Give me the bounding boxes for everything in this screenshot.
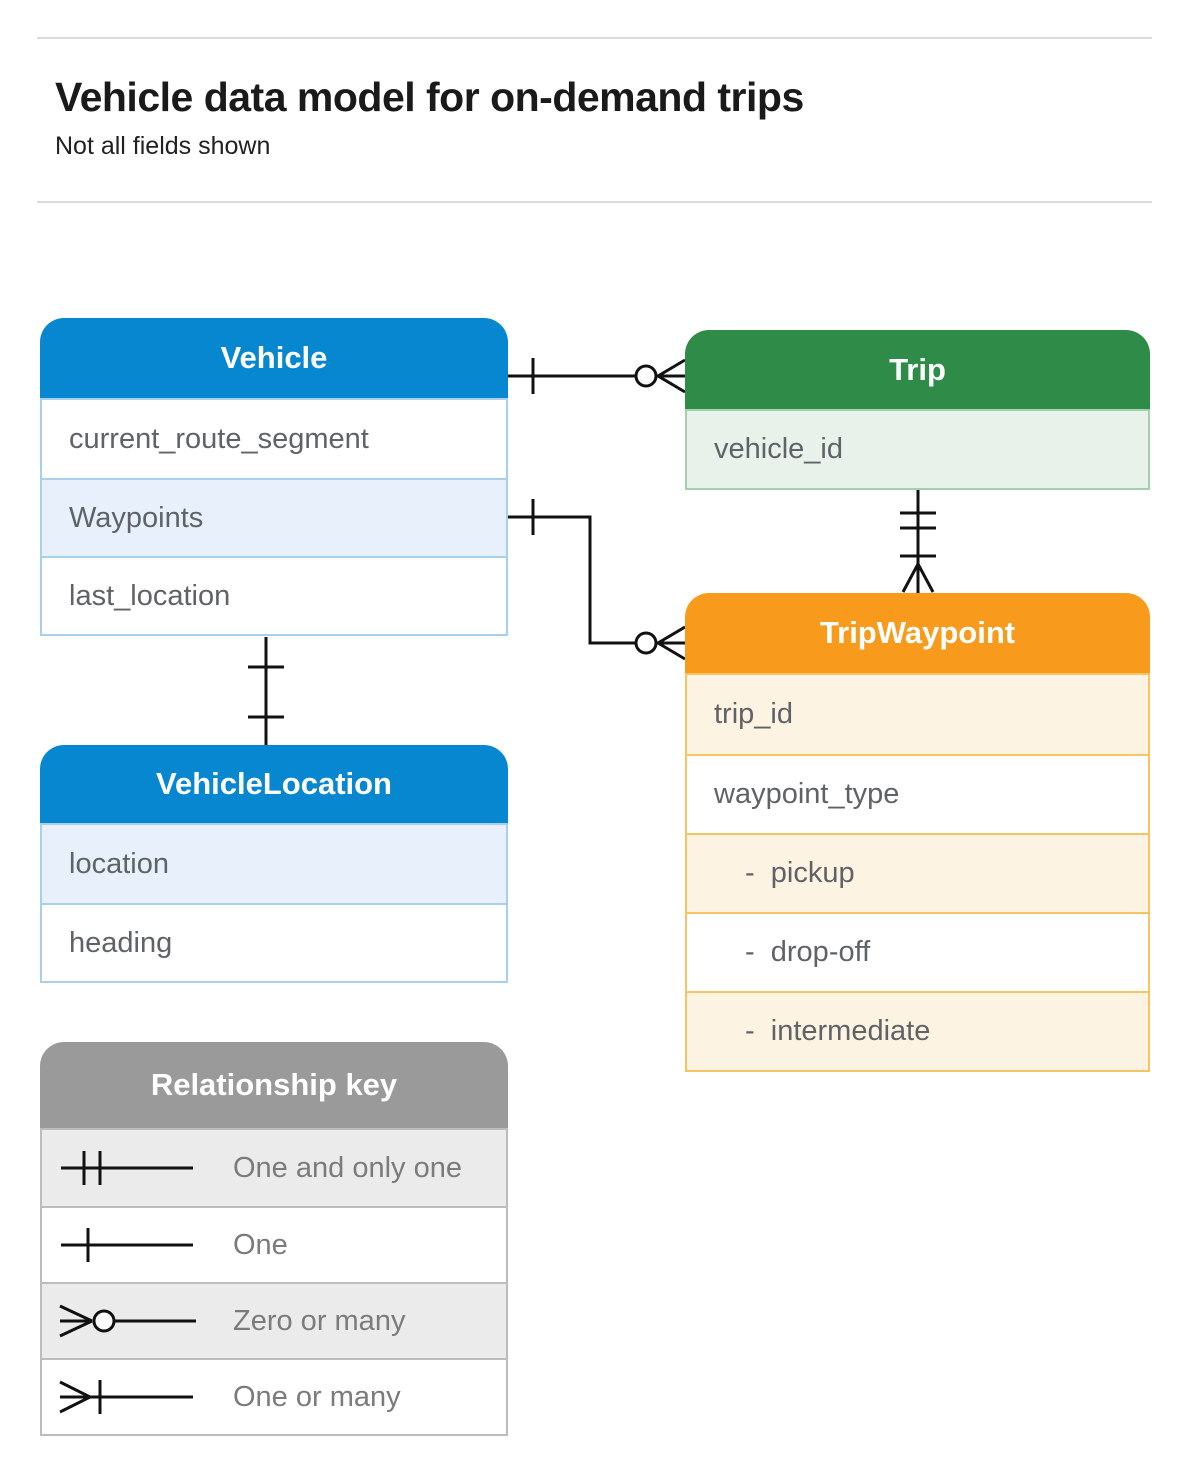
- field-label: last_location: [69, 579, 231, 612]
- field-row: last_location: [42, 556, 506, 634]
- entity-title: VehicleLocation: [155, 766, 392, 801]
- field-row: current_route_segment: [42, 400, 506, 478]
- entity-header-vehicle: Vehicle: [40, 318, 508, 398]
- field-label: - pickup: [745, 857, 855, 889]
- entity-header-vehiclelocation: VehicleLocation: [40, 745, 508, 823]
- entity-body-trip: vehicle_id: [685, 409, 1150, 490]
- field-label: location: [69, 847, 169, 880]
- field-row: heading: [42, 903, 506, 981]
- field-label: Waypoints: [69, 501, 204, 534]
- connector-vehicle-tripwaypoint: [508, 499, 686, 661]
- entity-card-trip: Trip vehicle_id: [685, 330, 1150, 490]
- legend-label: Zero or many: [233, 1304, 406, 1337]
- legend-row: One or many: [42, 1358, 506, 1434]
- page-subtitle: Not all fields shown: [55, 132, 271, 160]
- one-icon: [58, 1223, 203, 1267]
- legend-label: One or many: [233, 1380, 401, 1413]
- relationship-key-card: Relationship key One and only one One: [40, 1042, 508, 1436]
- connector-vehicle-vehiclelocation: [248, 637, 284, 745]
- legend-label: One: [233, 1228, 288, 1261]
- field-label: current_route_segment: [69, 422, 369, 455]
- entity-body-tripwaypoint: trip_id waypoint_type - pickup - drop-of…: [685, 673, 1150, 1072]
- page-title: Vehicle data model for on-demand trips: [55, 74, 804, 120]
- zero-or-many-icon: [58, 1299, 203, 1343]
- entity-header-tripwaypoint: TripWaypoint: [685, 593, 1150, 673]
- field-row: vehicle_id: [687, 411, 1148, 488]
- entity-card-vehiclelocation: VehicleLocation location heading: [40, 745, 508, 983]
- entity-title: Vehicle: [220, 340, 328, 375]
- legend-row: One: [42, 1206, 506, 1282]
- top-divider: [37, 37, 1152, 39]
- entity-title: Trip: [889, 351, 946, 387]
- relationship-key-body: One and only one One Zer: [40, 1128, 508, 1436]
- entity-header-trip: Trip: [685, 330, 1150, 409]
- field-row: - drop-off: [687, 912, 1148, 991]
- legend-row: Zero or many: [42, 1282, 506, 1358]
- field-row: location: [42, 825, 506, 903]
- field-row: Waypoints: [42, 478, 506, 556]
- entity-title: TripWaypoint: [819, 615, 1016, 650]
- field-label: - intermediate: [745, 1015, 931, 1047]
- legend-label: One and only one: [233, 1151, 462, 1184]
- field-label: vehicle_id: [714, 433, 843, 465]
- entity-card-vehicle: Vehicle current_route_segment Waypoints …: [40, 318, 508, 636]
- field-label: waypoint_type: [714, 778, 900, 810]
- field-row: trip_id: [687, 675, 1148, 754]
- field-row: - pickup: [687, 833, 1148, 912]
- field-row: waypoint_type: [687, 754, 1148, 833]
- entity-body-vehicle: current_route_segment Waypoints last_loc…: [40, 398, 508, 636]
- one-and-only-one-icon: [58, 1146, 203, 1190]
- relationship-key-title: Relationship key: [150, 1067, 398, 1102]
- field-label: - drop-off: [745, 936, 871, 968]
- header-divider: [37, 201, 1152, 203]
- field-label: heading: [69, 926, 173, 959]
- field-label: trip_id: [714, 698, 793, 730]
- legend-row: One and only one: [42, 1130, 506, 1206]
- one-or-many-icon: [58, 1375, 203, 1419]
- entity-card-tripwaypoint: TripWaypoint trip_id waypoint_type - pic…: [685, 593, 1150, 1072]
- connector-trip-tripwaypoint: [900, 490, 936, 593]
- field-row: - intermediate: [687, 991, 1148, 1070]
- relationship-key-header: Relationship key: [40, 1042, 508, 1128]
- entity-body-vehiclelocation: location heading: [40, 823, 508, 983]
- connector-vehicle-trip: [508, 358, 686, 394]
